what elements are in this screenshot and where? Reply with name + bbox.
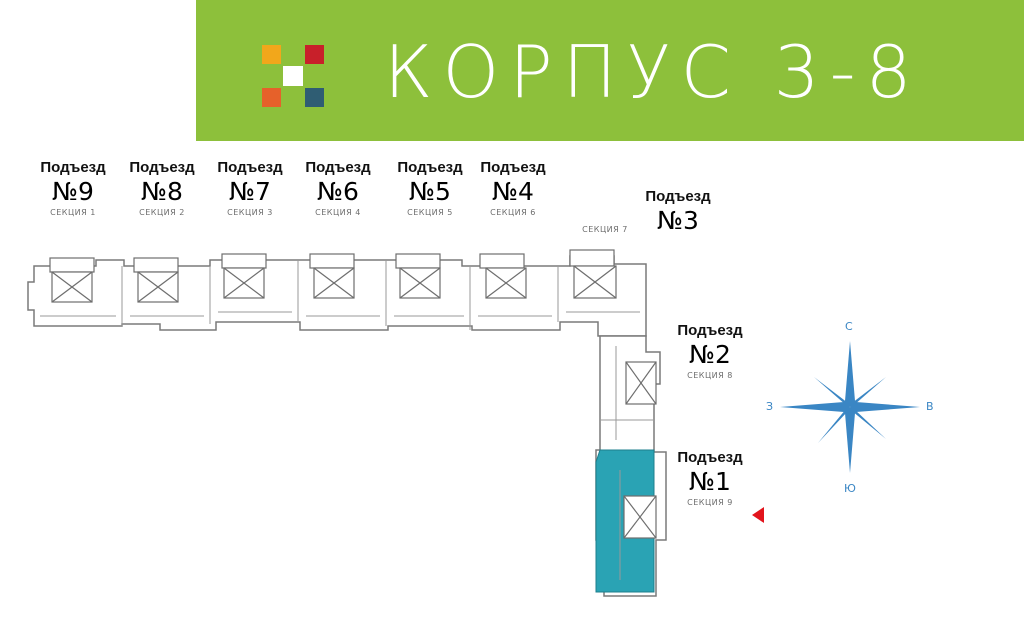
entrance-title: Подъезд <box>645 188 711 205</box>
section-label: СЕКЦИЯ 2 <box>139 208 185 217</box>
entrance-number: №5 <box>409 177 451 206</box>
entrance-title: Подъезд <box>677 322 743 339</box>
entrance-number: №4 <box>492 177 534 206</box>
entrance-number: №3 <box>657 206 699 235</box>
core-section-2 <box>133 257 179 303</box>
core-section-9 <box>623 495 657 539</box>
entrance-label-2: Подъезд №2 СЕКЦИЯ 8 <box>670 322 750 382</box>
entrance-number: №7 <box>229 177 271 206</box>
compass-rose-icon <box>780 341 920 473</box>
entrance-title: Подъезд <box>129 159 195 176</box>
core-section-1 <box>49 257 95 303</box>
entrance-title: Подъезд <box>305 159 371 176</box>
section-label: СЕКЦИЯ 4 <box>315 208 361 217</box>
section-label: СЕКЦИЯ 3 <box>227 208 273 217</box>
section-label: СЕКЦИЯ 9 <box>687 498 733 507</box>
section-label: СЕКЦИЯ 1 <box>50 208 96 217</box>
entrance-label-7: Подъезд №7 СЕКЦИЯ 3 <box>212 159 288 219</box>
vertical-wing-partitions <box>600 346 654 580</box>
triangle-pointer-icon <box>752 507 764 523</box>
section-label-7: СЕКЦИЯ 7 <box>570 224 640 236</box>
entrance-title: Подъезд <box>480 159 546 176</box>
section-label: СЕКЦИЯ 8 <box>687 371 733 380</box>
header-banner: КОРПУС 3-8 <box>196 0 1024 141</box>
entrance-title: Подъезд <box>677 449 743 466</box>
core-section-8 <box>625 361 657 405</box>
core-section-6 <box>479 253 527 299</box>
entrance-number: №6 <box>317 177 359 206</box>
entrance-label-5: Подъезд №5 СЕКЦИЯ 5 <box>392 159 468 219</box>
entrance-number: №8 <box>141 177 183 206</box>
compass-east-label: В <box>926 400 934 413</box>
core-section-4 <box>309 253 355 299</box>
entrance-label-4: Подъезд №4 СЕКЦИЯ 6 <box>474 159 552 219</box>
entrance-label-9: Подъезд №9 СЕКЦИЯ 1 <box>36 159 110 219</box>
entrance-label-3: Подъезд №3 <box>640 188 716 236</box>
compass-west-label: З <box>766 400 774 413</box>
core-section-5 <box>395 253 441 299</box>
entrance-title: Подъезд <box>40 159 106 176</box>
compass-north-label: С <box>845 320 853 333</box>
entrance-number: №2 <box>689 340 731 369</box>
core-section-3 <box>221 253 267 299</box>
entrance-number: №1 <box>689 467 731 496</box>
entrance-number: №9 <box>52 177 94 206</box>
core-section-7 <box>569 249 617 299</box>
entrance-title: Подъезд <box>397 159 463 176</box>
entrance-label-6: Подъезд №6 СЕКЦИЯ 4 <box>300 159 376 219</box>
entrance-label-8: Подъезд №8 СЕКЦИЯ 2 <box>124 159 200 219</box>
entrance-label-1: Подъезд №1 СЕКЦИЯ 9 <box>670 449 750 509</box>
section-label: СЕКЦИЯ 5 <box>407 208 453 217</box>
section-label: СЕКЦИЯ 7 <box>582 225 628 234</box>
compass-south-label: Ю <box>844 482 856 495</box>
horizontal-wing-partitions <box>40 260 640 330</box>
four-square-logo-icon <box>262 45 324 107</box>
section-label: СЕКЦИЯ 6 <box>490 208 536 217</box>
building-title: КОРПУС 3-8 <box>384 30 922 114</box>
entrance-title: Подъезд <box>217 159 283 176</box>
